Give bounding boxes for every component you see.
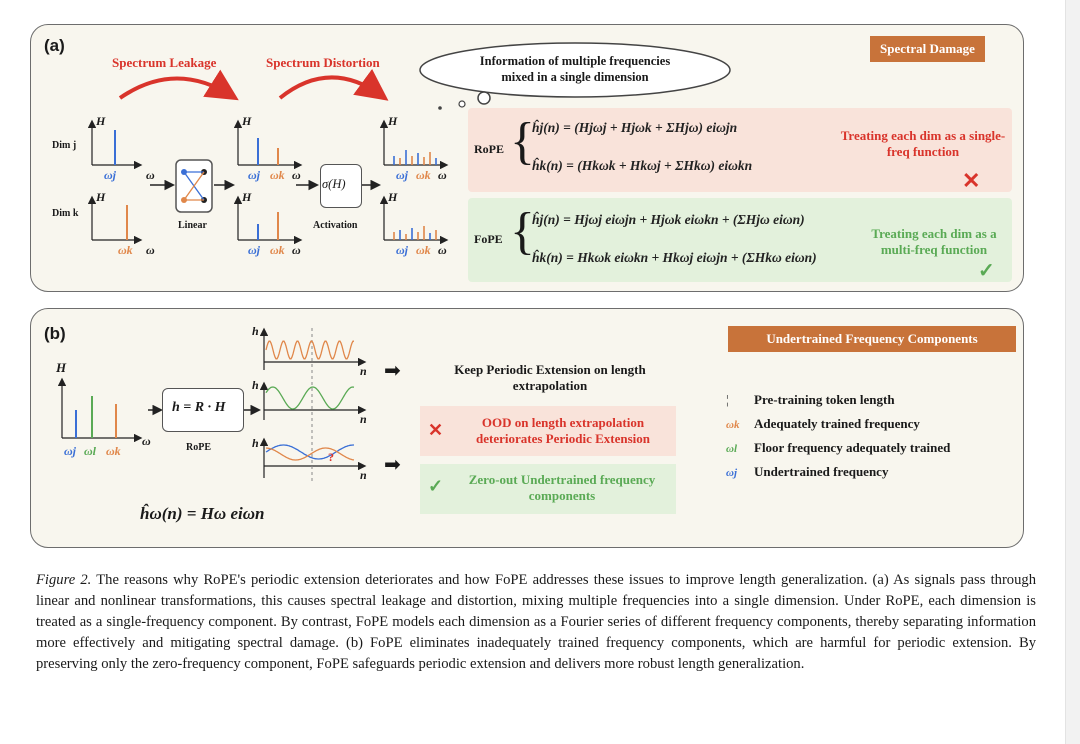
omega-a2: ω bbox=[146, 243, 155, 257]
rope-eq-2: ĥk(n) = (Hkωk + Hkωj + ΣHkω) eiωkn bbox=[532, 158, 753, 173]
omega-k-a3: ωk bbox=[270, 168, 285, 182]
rope-block bbox=[468, 108, 1012, 192]
omega-a3: ω bbox=[292, 168, 301, 182]
axis-h-a1: H bbox=[96, 114, 106, 128]
scrollbar[interactable] bbox=[1065, 0, 1080, 744]
dim-k-label: Dim k bbox=[52, 208, 79, 219]
omega-j-a1: ωj bbox=[104, 168, 117, 182]
axis-h-b3: h bbox=[252, 436, 259, 450]
zero-check-icon: ✓ bbox=[428, 476, 444, 496]
omega-a5: ω bbox=[438, 168, 447, 182]
linear-label: Linear bbox=[178, 220, 207, 231]
spectra-a bbox=[87, 119, 449, 245]
omega-k-a2: ωk bbox=[118, 243, 133, 257]
rope-box-formula: h = R · H bbox=[172, 400, 226, 415]
omega-j-a6: ωj bbox=[396, 243, 409, 257]
omega-j-a3: ωj bbox=[248, 168, 261, 182]
spectrum-distortion-label: Spectrum Distortion bbox=[266, 55, 380, 70]
activation-box bbox=[320, 164, 362, 208]
omega-j-a4: ωj bbox=[248, 243, 261, 257]
rope-eq-1: ĥj(n) = (Hjωj + Hjωk + ΣHjω) eiωjn bbox=[532, 120, 738, 135]
omega-k-a5: ωk bbox=[416, 168, 431, 182]
activation-label: Activation bbox=[313, 220, 358, 231]
ood-cross-icon: ✕ bbox=[428, 420, 444, 440]
panel-a-label: (a) bbox=[44, 36, 65, 55]
fope-eq-1: ĥj(n) = Hjωj eiωjn + Hjωk eiωkn + (ΣHjω … bbox=[532, 212, 805, 227]
spectrum-leakage-label: Spectrum Leakage bbox=[112, 55, 217, 70]
n-b3: n bbox=[360, 468, 367, 482]
arrow-right-2: ➡ bbox=[384, 454, 401, 476]
rope-label-a: RoPE bbox=[474, 142, 504, 156]
figure-caption: Figure 2. The reasons why RoPE's periodi… bbox=[36, 570, 1036, 675]
zero-out-text: Zero-out Undertrained frequency componen… bbox=[468, 472, 656, 503]
panel-b-label: (b) bbox=[44, 324, 66, 343]
sigma-label: σ(H) bbox=[322, 177, 346, 191]
axis-h-a4: H bbox=[242, 190, 252, 204]
undertrained-tag: Undertrained Frequency Components bbox=[728, 326, 1016, 352]
n-b2: n bbox=[360, 412, 367, 426]
rope-brace: { bbox=[510, 113, 535, 170]
legend-item: ¦Pre-training token length bbox=[726, 392, 895, 407]
red-arrows bbox=[118, 68, 389, 101]
rope-box-b bbox=[162, 388, 244, 432]
omega-a1: ω bbox=[146, 168, 155, 182]
fope-block bbox=[468, 198, 1012, 282]
omega-b: ω bbox=[142, 434, 151, 448]
omega-a4: ω bbox=[292, 243, 301, 257]
cross-icon: ✕ bbox=[962, 168, 981, 193]
omega-l-b: ωl bbox=[84, 444, 97, 458]
spectra-b bbox=[57, 327, 367, 482]
rope-note: Treating each dim as a single-freq funct… bbox=[840, 128, 1006, 159]
question-mark: ? bbox=[328, 450, 334, 464]
check-icon: ✓ bbox=[978, 260, 995, 282]
keep-periodic-text: Keep Periodic Extension on length extrap… bbox=[454, 362, 646, 393]
omega-k-a4: ωk bbox=[270, 243, 285, 257]
omega-j-a5: ωj bbox=[396, 168, 409, 182]
cloud-text: Information of multiple frequencies mixe… bbox=[479, 54, 671, 84]
n-b1: n bbox=[360, 364, 367, 378]
rope-label-b: RoPE bbox=[186, 442, 211, 453]
thought-cloud bbox=[419, 42, 731, 110]
caption-text: The reasons why RoPE's periodic extensio… bbox=[36, 572, 1036, 672]
axis-h-a6: H bbox=[388, 190, 398, 204]
dashed-line-symbol: ¦ bbox=[726, 392, 729, 407]
ood-text: OOD on length extrapolation deteriorates… bbox=[475, 415, 650, 446]
h-omega-formula: ĥω(n) = Hω eiωn bbox=[140, 504, 265, 523]
fope-brace: { bbox=[510, 203, 535, 260]
fope-label-a: FoPE bbox=[474, 232, 503, 246]
dim-j-label: Dim j bbox=[52, 140, 77, 151]
spectral-damage-tag: Spectral Damage bbox=[870, 36, 985, 62]
axis-h-b2: h bbox=[252, 378, 259, 392]
axis-h-a5: H bbox=[388, 114, 398, 128]
axis-h-a2: H bbox=[96, 190, 106, 204]
axis-h-a3: H bbox=[242, 114, 252, 128]
arrow-right-1: ➡ bbox=[384, 360, 401, 382]
ood-block bbox=[420, 406, 676, 456]
omega-k-a6: ωk bbox=[416, 243, 431, 257]
fope-note: Treating each dim as a multi-freq functi… bbox=[871, 226, 997, 257]
zero-out-block bbox=[420, 464, 676, 514]
omega-k-b: ωk bbox=[106, 444, 121, 458]
omega-a6: ω bbox=[438, 243, 447, 257]
axis-H-b: H bbox=[56, 360, 67, 375]
axis-h-b1: h bbox=[252, 324, 259, 338]
caption-label: Figure 2. bbox=[36, 572, 92, 588]
omega-j-b: ωj bbox=[64, 444, 77, 458]
fope-eq-2: ĥk(n) = Hkωk eiωkn + Hkωj eiωjn + (ΣHkω … bbox=[532, 250, 817, 265]
